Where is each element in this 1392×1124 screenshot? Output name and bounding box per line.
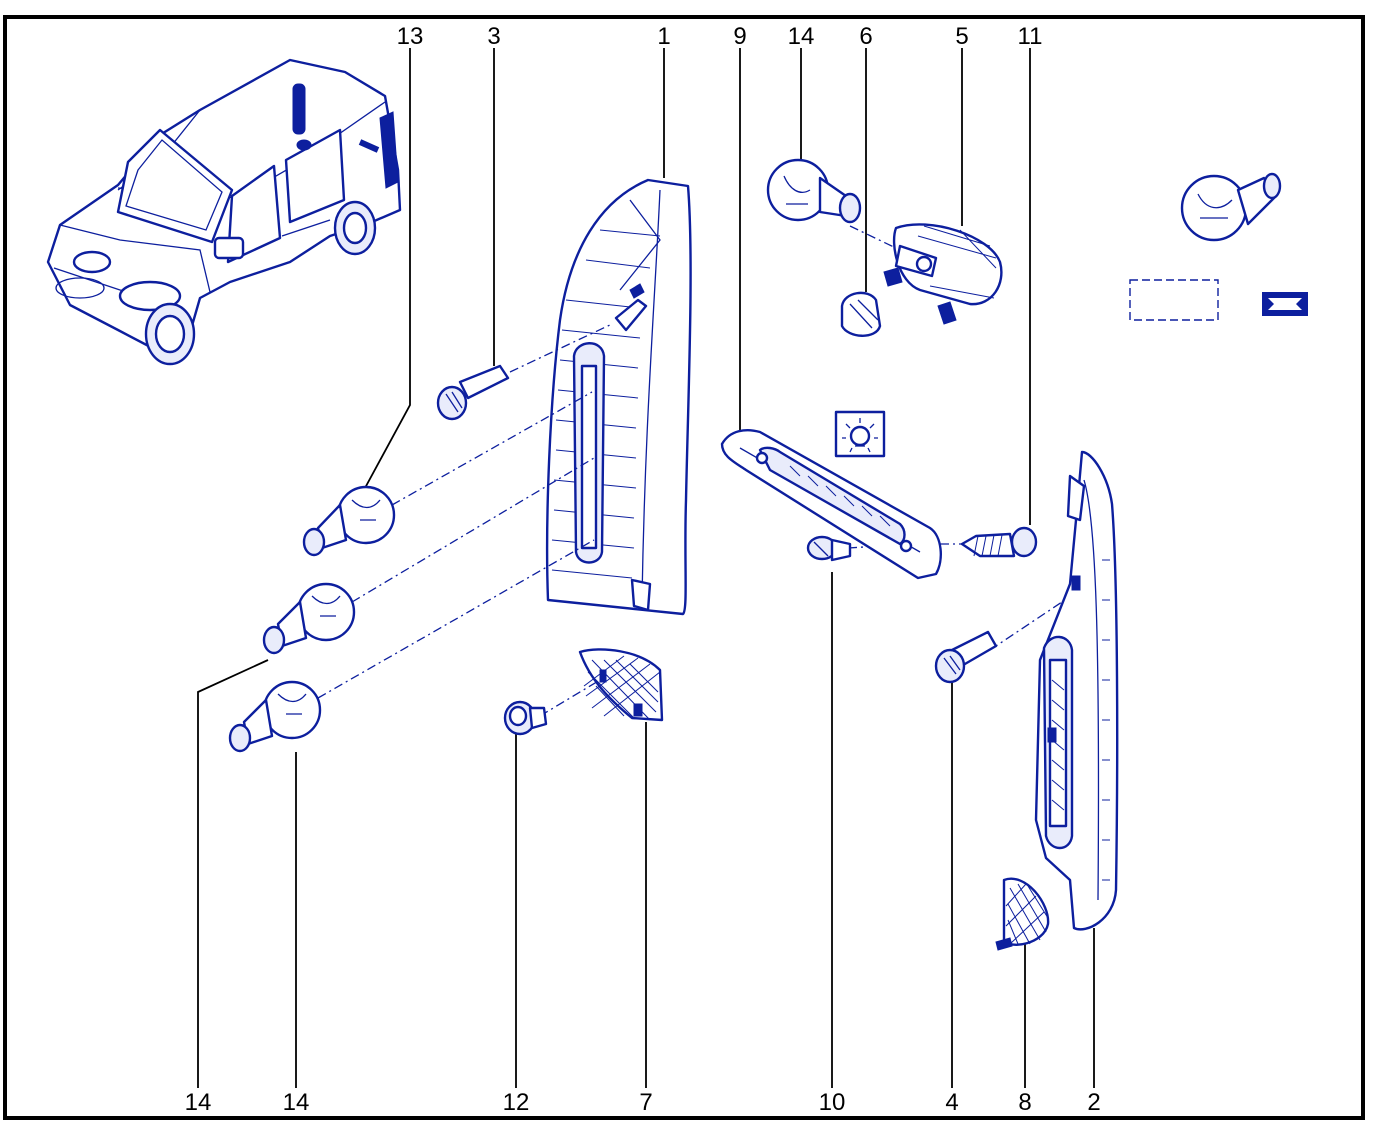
callout-8: 8 (1018, 1089, 1031, 1116)
callout-5: 5 (955, 23, 968, 50)
screw-3 (436, 364, 510, 421)
bulb-13 (302, 485, 396, 557)
rear-lamp-right (1034, 450, 1119, 931)
callout-14-bottom: 14 (283, 1089, 310, 1116)
callout-2: 2 (1087, 1089, 1100, 1116)
callout-3: 3 (487, 23, 500, 50)
clip-10 (806, 535, 852, 562)
callout-12: 12 (503, 1089, 530, 1116)
ribbon-icon (1262, 292, 1308, 316)
dashed-box-icon (1129, 279, 1219, 321)
light-symbol-icon (834, 410, 886, 458)
socket-12 (503, 700, 548, 736)
callout-4: 4 (945, 1089, 958, 1116)
screw-11 (960, 526, 1038, 558)
bulb-14-a (262, 582, 356, 655)
callout-14-top: 14 (788, 23, 815, 50)
callout-14-bottom-left: 14 (185, 1089, 212, 1116)
callout-6: 6 (859, 23, 872, 50)
reflector-8 (995, 877, 1050, 951)
callout-9: 9 (733, 23, 746, 50)
diagram-frame (3, 15, 1365, 1120)
leader-lines (197, 48, 1095, 1088)
vehicle-illustration (46, 58, 402, 366)
screw-4 (934, 630, 998, 684)
callout-1: 1 (657, 23, 670, 50)
rear-lamp-left (545, 178, 692, 616)
callouts-bottom: 14 14 12 7 10 4 8 2 (185, 1089, 1101, 1116)
bulb-14-top (766, 158, 862, 224)
brake-light-9 (720, 429, 942, 580)
socket-6 (840, 267, 903, 337)
callout-13: 13 (397, 23, 424, 50)
reflector-7 (578, 648, 664, 722)
side-marker-5 (892, 223, 1003, 325)
callout-11: 11 (1018, 23, 1043, 50)
bulb-legend-icon (1180, 172, 1282, 242)
callout-7: 7 (639, 1089, 652, 1116)
callouts-top: 13 3 1 9 14 6 5 11 (397, 23, 1043, 50)
bulb-14-b (228, 680, 322, 753)
callout-10: 10 (819, 1089, 846, 1116)
